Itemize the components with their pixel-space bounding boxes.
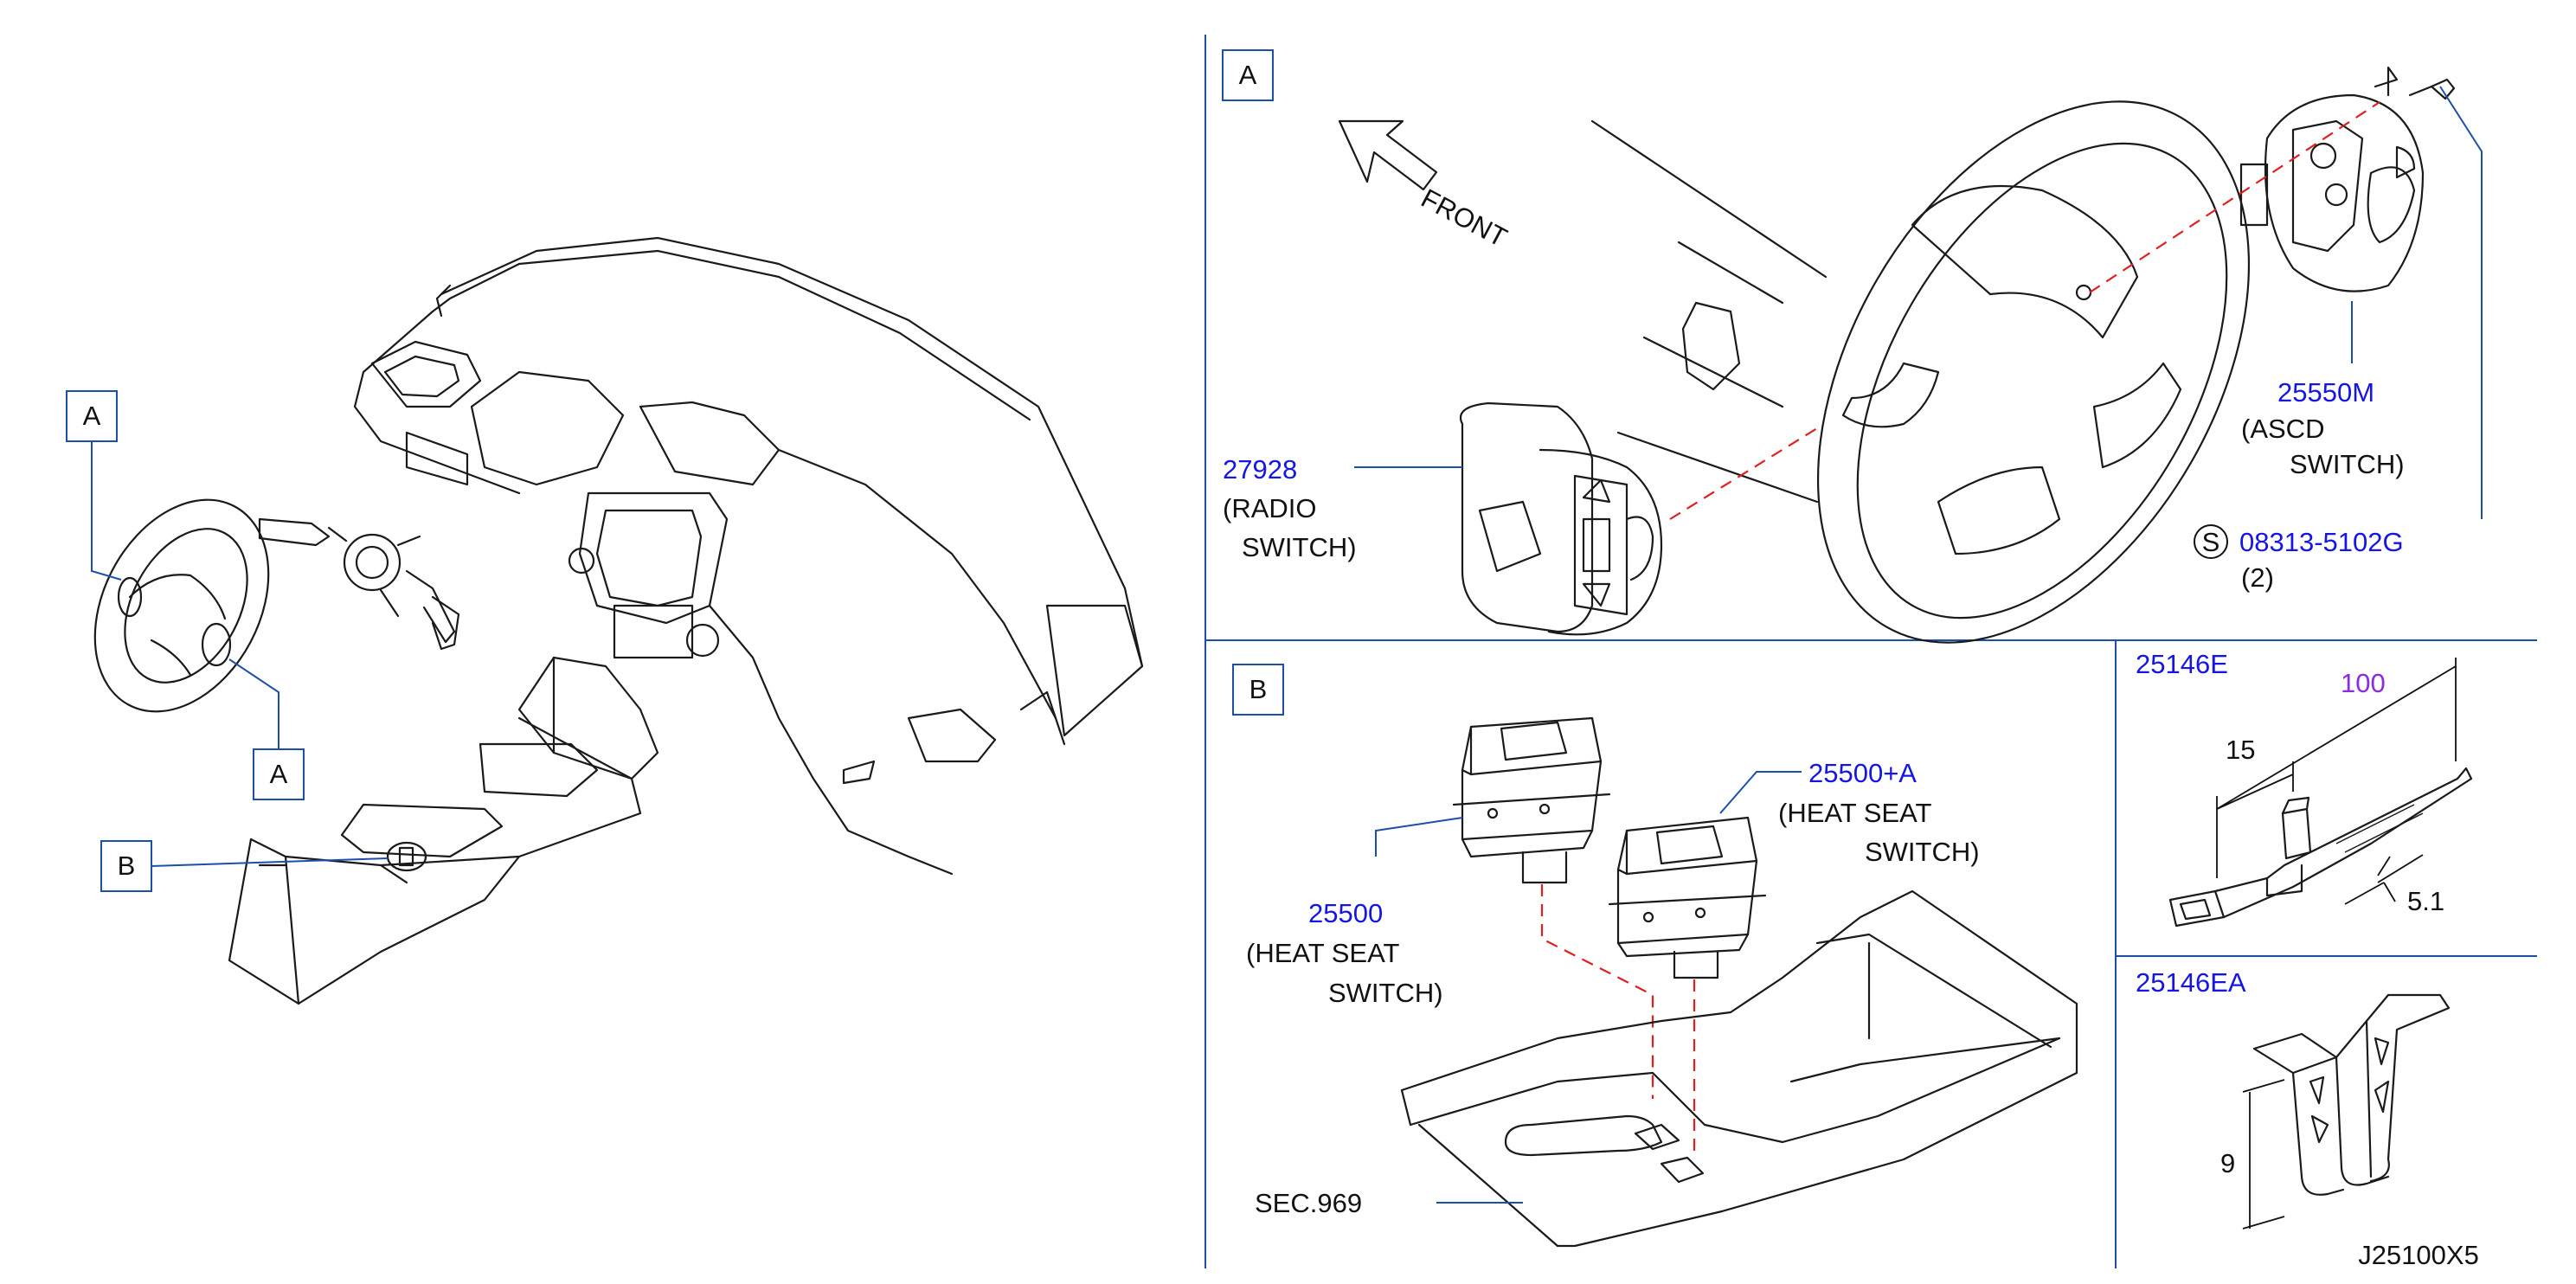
screw-part-no: 08313-5102G xyxy=(2239,527,2404,557)
heat-seat-desc-2: SWITCH) xyxy=(1328,978,1443,1008)
section-a-tag-box xyxy=(1222,49,1274,101)
section-ref: SEC.969 xyxy=(1255,1188,1362,1218)
overview-steering-wheel xyxy=(93,498,270,713)
ascd-switch-desc-1: (ASCD xyxy=(2241,414,2324,444)
radio-switch-drawing xyxy=(1460,401,1663,636)
clip-25146e-dim-width: 5.1 xyxy=(2407,886,2444,916)
front-arrow-icon xyxy=(1338,119,1438,191)
heat-seat-switch-drawing xyxy=(1452,716,1611,884)
radio-switch-part-no: 27928 xyxy=(1223,454,1297,485)
screw-leader xyxy=(2439,86,2483,519)
screw-symbol: S xyxy=(2202,527,2220,557)
clip-25146ea-dim-height: 9 xyxy=(2220,1148,2235,1178)
section-a-tag: A xyxy=(1239,60,1257,90)
steering-wheel-detail xyxy=(1590,100,2251,644)
screw-qty: (2) xyxy=(2241,562,2274,593)
console-finisher-drawing xyxy=(1400,889,2078,1248)
overview-view: A A B xyxy=(66,236,1144,1005)
section-a: A FRONT xyxy=(1222,49,2483,644)
clip-25146e-dim-length: 100 xyxy=(2341,668,2386,698)
callout-box-a-top xyxy=(66,390,118,442)
radio-switch-desc-2: SWITCH) xyxy=(1242,532,1357,562)
radio-switch-desc-1: (RADIO xyxy=(1223,493,1317,523)
clip-25146ea-part-no: 25146EA xyxy=(2136,967,2246,998)
callout-label-a-top: A xyxy=(83,401,101,431)
heat-seat-a-desc-1: (HEAT SEAT xyxy=(1778,798,1931,828)
dim-line-length xyxy=(2216,665,2457,810)
clip-25146e-dim-offset: 15 xyxy=(2226,735,2255,765)
clip-25146e-part-no: 25146E xyxy=(2136,649,2228,679)
ascd-switch-part-no: 25550M xyxy=(2277,377,2374,408)
heat-seat-a-part-no: 25500+A xyxy=(1808,758,1917,788)
dim-line-offset xyxy=(2216,774,2294,810)
overview-instrument-panel xyxy=(353,236,1144,876)
ascd-switch-desc-2: SWITCH) xyxy=(2290,449,2405,479)
section-b-tag: B xyxy=(1249,674,1268,704)
switch-guide-line-1 xyxy=(1540,884,1654,1099)
ascd-switch-drawing xyxy=(2239,66,2456,292)
heat-seat-part-no: 25500 xyxy=(1308,898,1383,928)
callout-label-a-bottom: A xyxy=(270,759,288,789)
overview-console xyxy=(228,716,642,1005)
heat-seat-switch-a-drawing xyxy=(1608,816,1767,979)
callout-label-b: B xyxy=(118,851,136,881)
ascd-guide-line xyxy=(2089,101,2380,293)
leader-a-bottom xyxy=(228,658,279,749)
radio-guide-line xyxy=(1669,427,1818,520)
diagram-id: J25100X5 xyxy=(2358,1240,2479,1270)
callout-box-b xyxy=(100,840,152,892)
leader-a-top xyxy=(91,441,122,581)
overview-column-switch xyxy=(258,517,460,651)
leader-b xyxy=(151,857,389,867)
heat-seat-a-leader xyxy=(1719,771,1802,814)
front-label: FRONT xyxy=(1416,183,1513,253)
clip-25146ea: 25146EA 9 xyxy=(2136,967,2451,1229)
clip-25146e: 25146E 100 15 5.1 xyxy=(2136,649,2473,928)
dim-line-width xyxy=(2344,854,2424,905)
section-b-tag-box xyxy=(1232,664,1284,716)
section-b: B xyxy=(1232,664,2078,1248)
heat-seat-leader xyxy=(1375,817,1463,857)
heat-seat-a-desc-2: SWITCH) xyxy=(1865,837,1980,867)
screw-symbol-icon xyxy=(2194,524,2228,559)
heat-seat-desc-1: (HEAT SEAT xyxy=(1246,938,1399,968)
panel-frames xyxy=(1204,35,2537,1268)
